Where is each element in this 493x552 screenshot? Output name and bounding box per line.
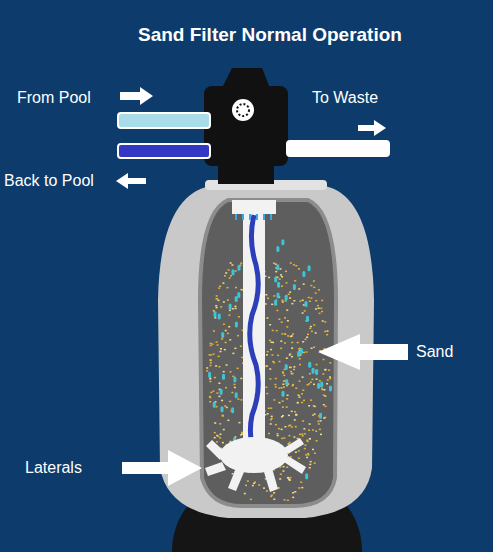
flow-arrow (120, 87, 153, 105)
flow-arrow (358, 120, 386, 136)
diagram-title: Sand Filter Normal Operation (138, 24, 402, 47)
part-label: Laterals (25, 458, 82, 477)
return-pipe (118, 144, 210, 158)
pressure-gauge (232, 99, 254, 121)
port-label: From Pool (17, 88, 91, 107)
flow-arrow (116, 173, 146, 189)
sand-grains (206, 239, 332, 501)
diffuser (232, 200, 276, 214)
port-label: To Waste (312, 88, 378, 107)
inlet-pipe (118, 113, 210, 128)
valve-handle (222, 68, 270, 88)
port-label: Back to Pool (4, 171, 94, 190)
laterals (205, 437, 306, 492)
water-flow (250, 215, 259, 450)
part-label: Sand (416, 342, 453, 361)
pointer-arrow (318, 334, 408, 370)
sand-chamber (200, 200, 336, 506)
pointer-arrow (122, 450, 202, 486)
waste-pipe (286, 140, 390, 157)
multiport-valve (204, 86, 288, 166)
standpipe (243, 212, 265, 450)
